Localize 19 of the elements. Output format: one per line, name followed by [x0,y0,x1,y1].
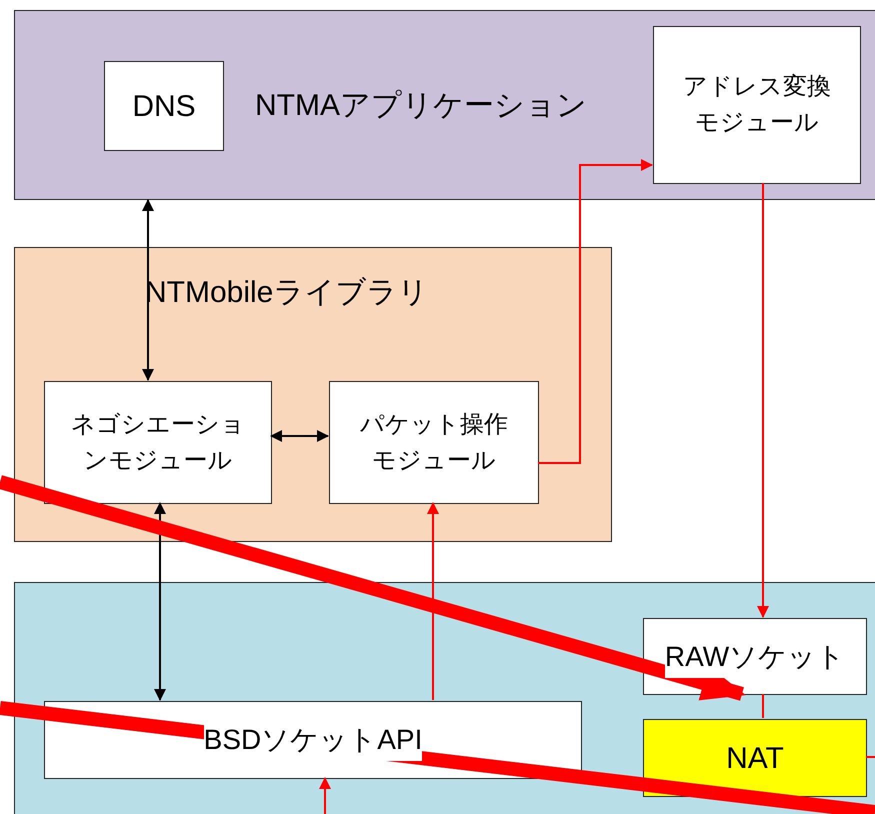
module-box [653,26,861,184]
connector-arrow [757,183,769,618]
library-band [14,247,612,542]
connector-arrow [154,502,166,701]
module-box [104,61,224,151]
module-box [44,381,272,504]
module-box [329,381,539,504]
connector-arrow [142,199,154,381]
os-band [14,582,875,814]
band-title: NTMobileライブラリ [145,275,428,311]
connector-arrow [538,159,653,464]
connector-arrow [427,502,439,700]
band-title: NTMAアプリケーション [255,88,587,124]
module-box [643,618,867,695]
module-box [643,719,867,797]
connector-arrow [270,430,329,442]
application-band [14,10,875,200]
connector-arrow [319,777,331,814]
thick-arrow [0,475,746,701]
